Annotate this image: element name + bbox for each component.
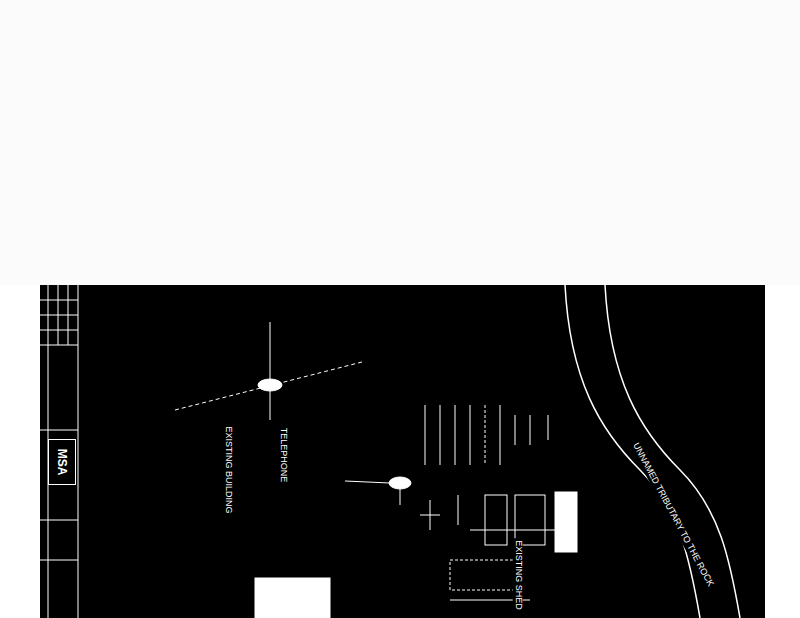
legend-lines: [425, 405, 548, 465]
survey-control: [175, 322, 411, 505]
building-symbols: [255, 492, 577, 618]
title-block: [40, 285, 78, 618]
map-label: TELEPHONE: [278, 426, 288, 485]
map-label: EXISTING SHED: [513, 538, 523, 612]
logo-text: MSA: [55, 449, 69, 476]
map-label: EXISTING BUILDING: [223, 424, 233, 515]
logo-box: MSA: [48, 439, 76, 485]
stream-banks: [565, 285, 740, 618]
plan-sheet: [40, 285, 765, 618]
blank-margin: [0, 0, 800, 285]
